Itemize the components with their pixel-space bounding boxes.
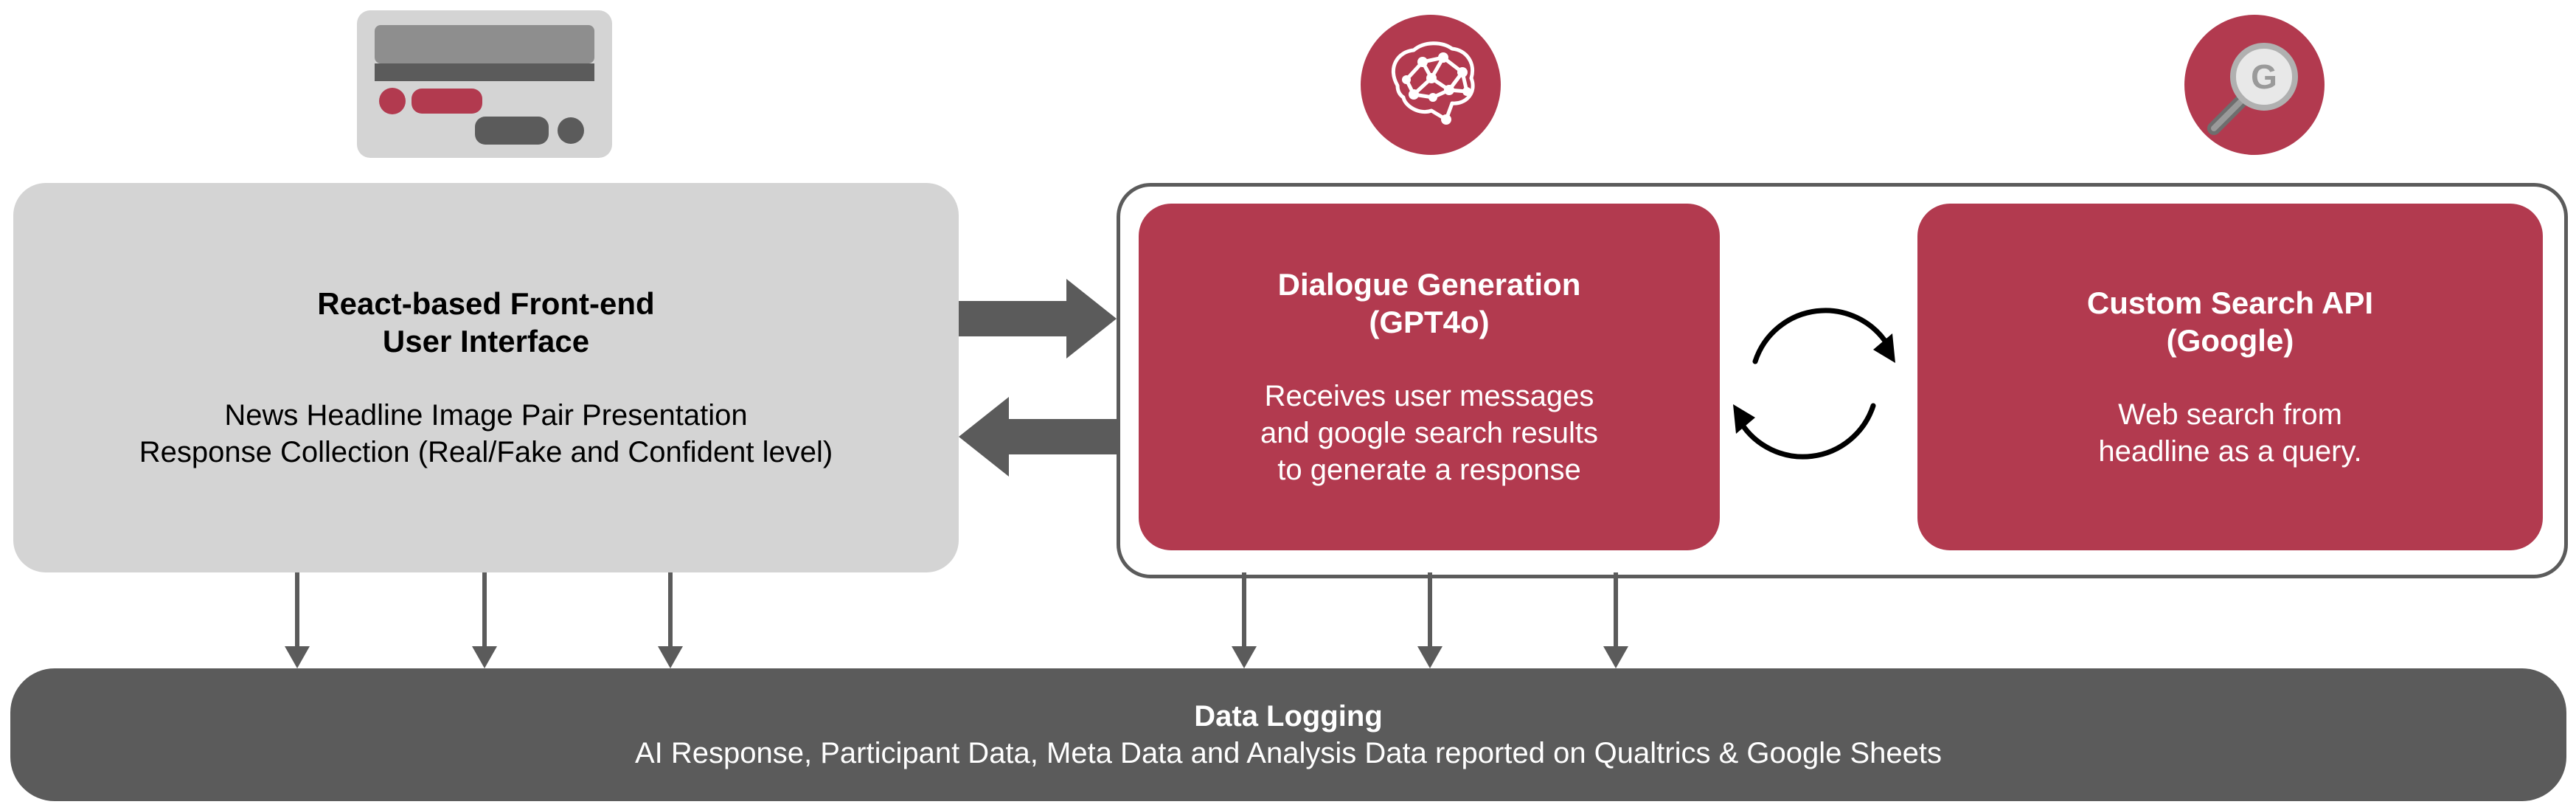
sync-cycle-icon xyxy=(1733,308,1895,460)
frontend-description: News Headline Image Pair Presentation Re… xyxy=(139,399,833,468)
search-title: Custom Search API (Google) xyxy=(2086,285,2374,358)
logging-description: AI Response, Participant Data, Meta Data… xyxy=(634,737,1943,769)
dialogue-description: Receives user messages and google search… xyxy=(1260,380,1599,486)
svg-text:G: G xyxy=(2251,58,2277,96)
ui-mockup-icon xyxy=(357,10,612,158)
custom-search-box: Custom Search API (Google) Web search fr… xyxy=(1917,204,2543,550)
data-logging-bar: Data Logging AI Response, Participant Da… xyxy=(10,668,2566,801)
dialogue-generation-box: Dialogue Generation (GPT4o) Receives use… xyxy=(1139,204,1720,550)
logging-arrows xyxy=(285,572,1628,668)
log-arrow-frontend-2 xyxy=(472,572,497,668)
log-arrow-frontend-3 xyxy=(658,572,683,668)
google-search-icon: G xyxy=(2184,15,2325,155)
dialogue-title: Dialogue Generation (GPT4o) xyxy=(1277,267,1581,339)
log-arrow-backend-3 xyxy=(1603,572,1628,668)
log-arrow-backend-1 xyxy=(1232,572,1257,668)
response-arrow-left xyxy=(959,397,1117,477)
log-arrow-frontend-1 xyxy=(285,572,310,668)
frontend-ui-box: React-based Front-end User Interface New… xyxy=(13,183,959,572)
logging-title: Data Logging xyxy=(1194,700,1383,733)
request-arrow-right xyxy=(959,279,1117,359)
brain-network-icon xyxy=(1361,15,1501,155)
log-arrow-backend-2 xyxy=(1417,572,1443,668)
search-description: Web search from headline as a query. xyxy=(2098,398,2362,468)
frontend-title: React-based Front-end User Interface xyxy=(317,286,655,359)
